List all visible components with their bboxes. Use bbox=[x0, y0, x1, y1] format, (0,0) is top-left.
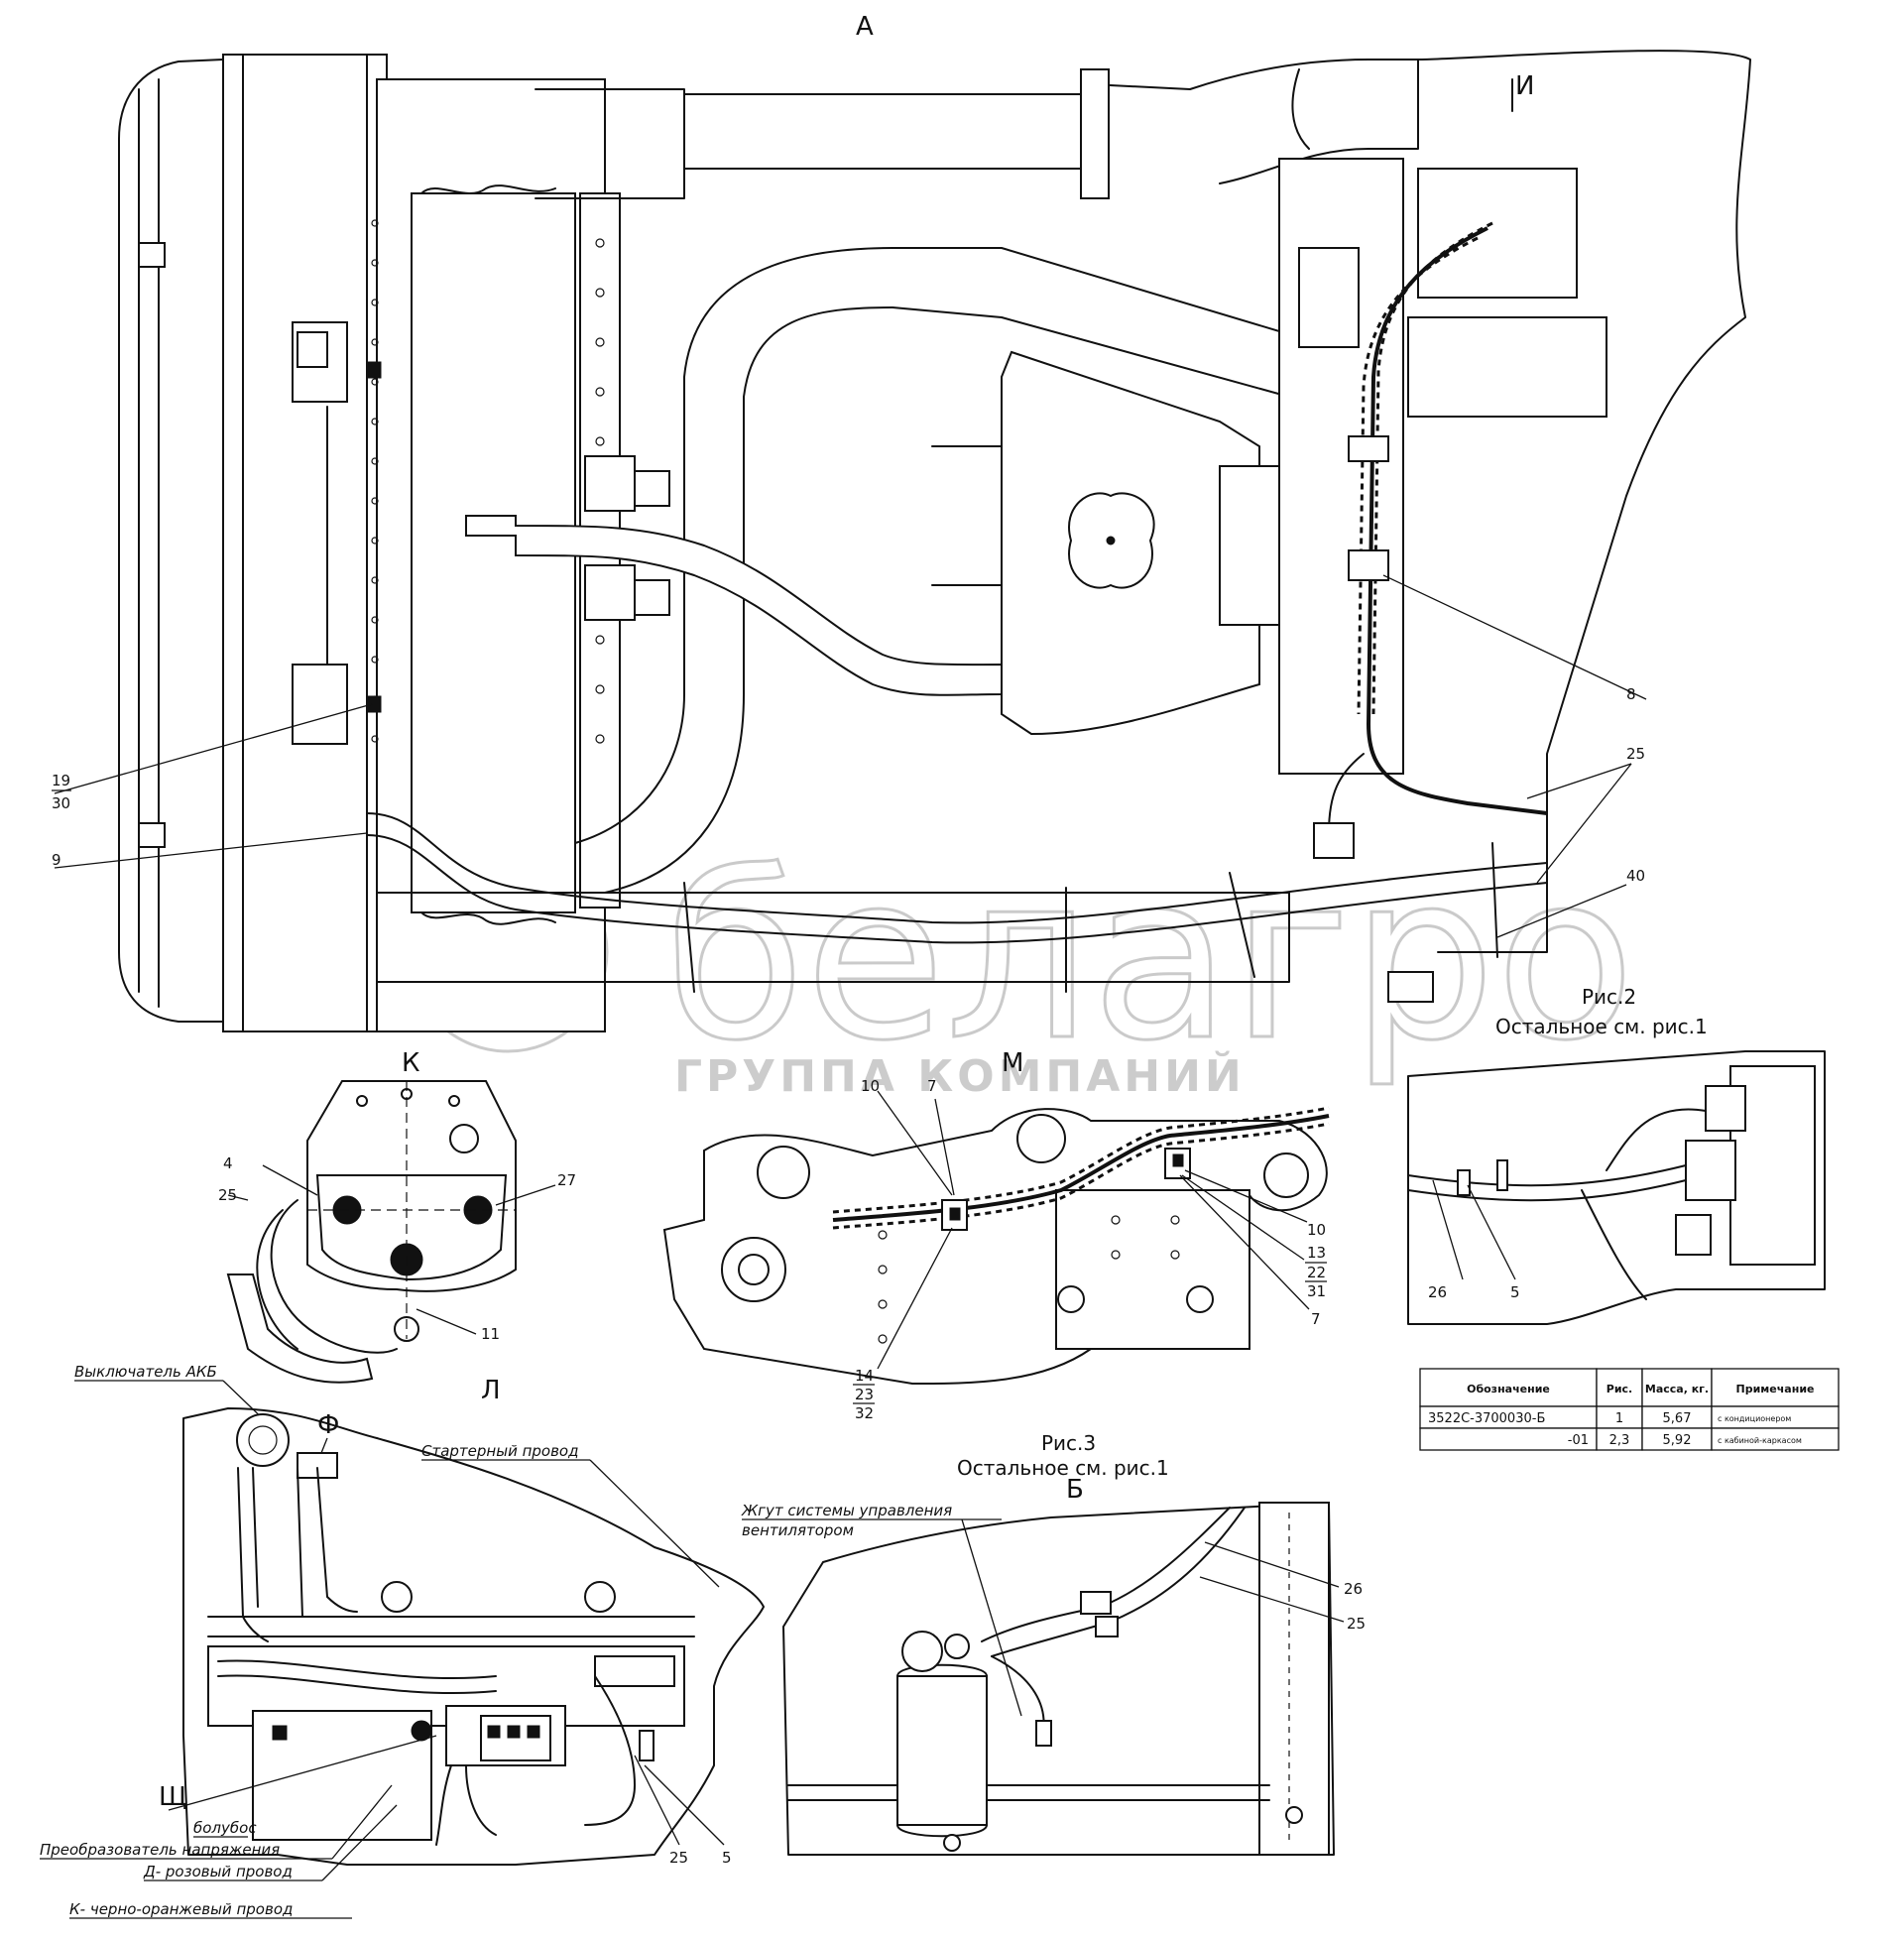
fig3-title: Рис.3 bbox=[1041, 1431, 1096, 1455]
view-k-callout-25: 25 bbox=[218, 1186, 237, 1204]
note-harness-2: вентилятором bbox=[742, 1521, 854, 1539]
fig2-note: Остальное см. рис.1 bbox=[1495, 1015, 1708, 1038]
table-header-designation: Обозначение bbox=[1467, 1383, 1550, 1395]
view-label-l: Л bbox=[481, 1376, 501, 1405]
fig2-inset: 26 5 bbox=[1407, 1050, 1826, 1325]
table-row1-fig: 1 bbox=[1615, 1411, 1623, 1426]
callout-25-main: 25 bbox=[1626, 745, 1645, 763]
view-b-callout-26: 26 bbox=[1344, 1580, 1363, 1598]
table-row2-fig: 2,3 bbox=[1609, 1433, 1630, 1448]
table-row1-designation: 3522С-3700030-Б bbox=[1428, 1411, 1545, 1426]
view-label-b: Б bbox=[1066, 1475, 1084, 1505]
table-header-mass: Масса, кг. bbox=[1645, 1383, 1709, 1395]
fig2-callout-5: 5 bbox=[1510, 1283, 1520, 1301]
view-m-callout-22: 22 bbox=[1307, 1264, 1326, 1281]
table-row2-designation: -01 bbox=[1568, 1433, 1589, 1448]
note-pink-wire: Д- розовый провод bbox=[143, 1863, 293, 1880]
callout-9: 9 bbox=[52, 851, 61, 869]
view-label-k: К bbox=[402, 1048, 419, 1078]
view-m-callout-7b: 7 bbox=[1311, 1310, 1321, 1328]
view-l: 25 5 bbox=[182, 1407, 765, 1867]
view-m-callout-31: 31 bbox=[1307, 1282, 1326, 1300]
view-m-callout-23: 23 bbox=[855, 1386, 874, 1403]
view-l-callout-5: 5 bbox=[722, 1849, 732, 1867]
view-b: 26 25 bbox=[782, 1502, 1366, 1856]
main-callouts: 19 30 9 8 25 40 bbox=[52, 574, 1647, 938]
view-k-callout-4: 4 bbox=[223, 1154, 233, 1172]
watermark-tagline: ГРУППА КОМПАНИЙ bbox=[674, 1049, 1246, 1102]
fig2-title: Рис.2 bbox=[1582, 985, 1636, 1009]
view-m: 10 7 10 13 22 31 7 14 23 32 bbox=[662, 1077, 1330, 1422]
spec-table: Обозначение Рис. Масса, кг. Примечание 3… bbox=[1419, 1368, 1840, 1451]
main-view-a bbox=[118, 50, 1751, 1032]
note-boltbox: болубос bbox=[193, 1819, 257, 1837]
fig3-note: Остальное см. рис.1 bbox=[957, 1456, 1169, 1480]
view-label-f: Ф bbox=[317, 1410, 339, 1440]
view-m-callout-10b: 10 bbox=[1307, 1221, 1326, 1239]
view-k-callout-27: 27 bbox=[557, 1171, 576, 1189]
view-m-callout-10a: 10 bbox=[861, 1077, 880, 1095]
view-l-callout-25: 25 bbox=[669, 1849, 688, 1867]
callout-30: 30 bbox=[52, 794, 70, 812]
view-label-i: И bbox=[1515, 71, 1534, 101]
callout-19: 19 bbox=[52, 772, 70, 789]
corrugated-harness bbox=[1313, 221, 1548, 859]
table-header-note: Примечание bbox=[1736, 1383, 1815, 1395]
table-row1-note: с кондиционером bbox=[1718, 1414, 1791, 1423]
note-converter: Преобразователь напряжения bbox=[40, 1841, 280, 1859]
view-label-shch: Щ bbox=[159, 1782, 186, 1812]
table-row1-mass: 5,67 bbox=[1663, 1411, 1692, 1426]
view-m-callout-32: 32 bbox=[855, 1404, 874, 1422]
view-k-callout-11: 11 bbox=[481, 1325, 500, 1343]
note-starter-wire: Стартерный провод bbox=[421, 1442, 578, 1460]
view-label-m: М bbox=[1002, 1048, 1023, 1078]
view-m-callout-7a: 7 bbox=[927, 1077, 937, 1095]
table-header-fig: Рис. bbox=[1606, 1383, 1632, 1395]
view-label-a: А bbox=[856, 12, 874, 42]
note-harness: Жгут системы управления bbox=[741, 1502, 952, 1519]
view-m-callout-13: 13 bbox=[1307, 1244, 1326, 1262]
callout-8: 8 bbox=[1626, 685, 1636, 703]
view-m-callout-14: 14 bbox=[855, 1367, 874, 1385]
note-battery-switch: Выключатель АКБ bbox=[74, 1363, 217, 1381]
view-k: 4 25 27 11 bbox=[218, 1080, 576, 1384]
table-row2-mass: 5,92 bbox=[1663, 1433, 1692, 1448]
fig2-callout-26: 26 bbox=[1428, 1283, 1447, 1301]
view-b-callout-25: 25 bbox=[1347, 1615, 1366, 1633]
callout-40: 40 bbox=[1626, 867, 1645, 885]
note-black-orange-wire: К- черно-оранжевый провод bbox=[69, 1900, 293, 1918]
table-row2-note: с кабиной-каркасом bbox=[1718, 1436, 1802, 1445]
